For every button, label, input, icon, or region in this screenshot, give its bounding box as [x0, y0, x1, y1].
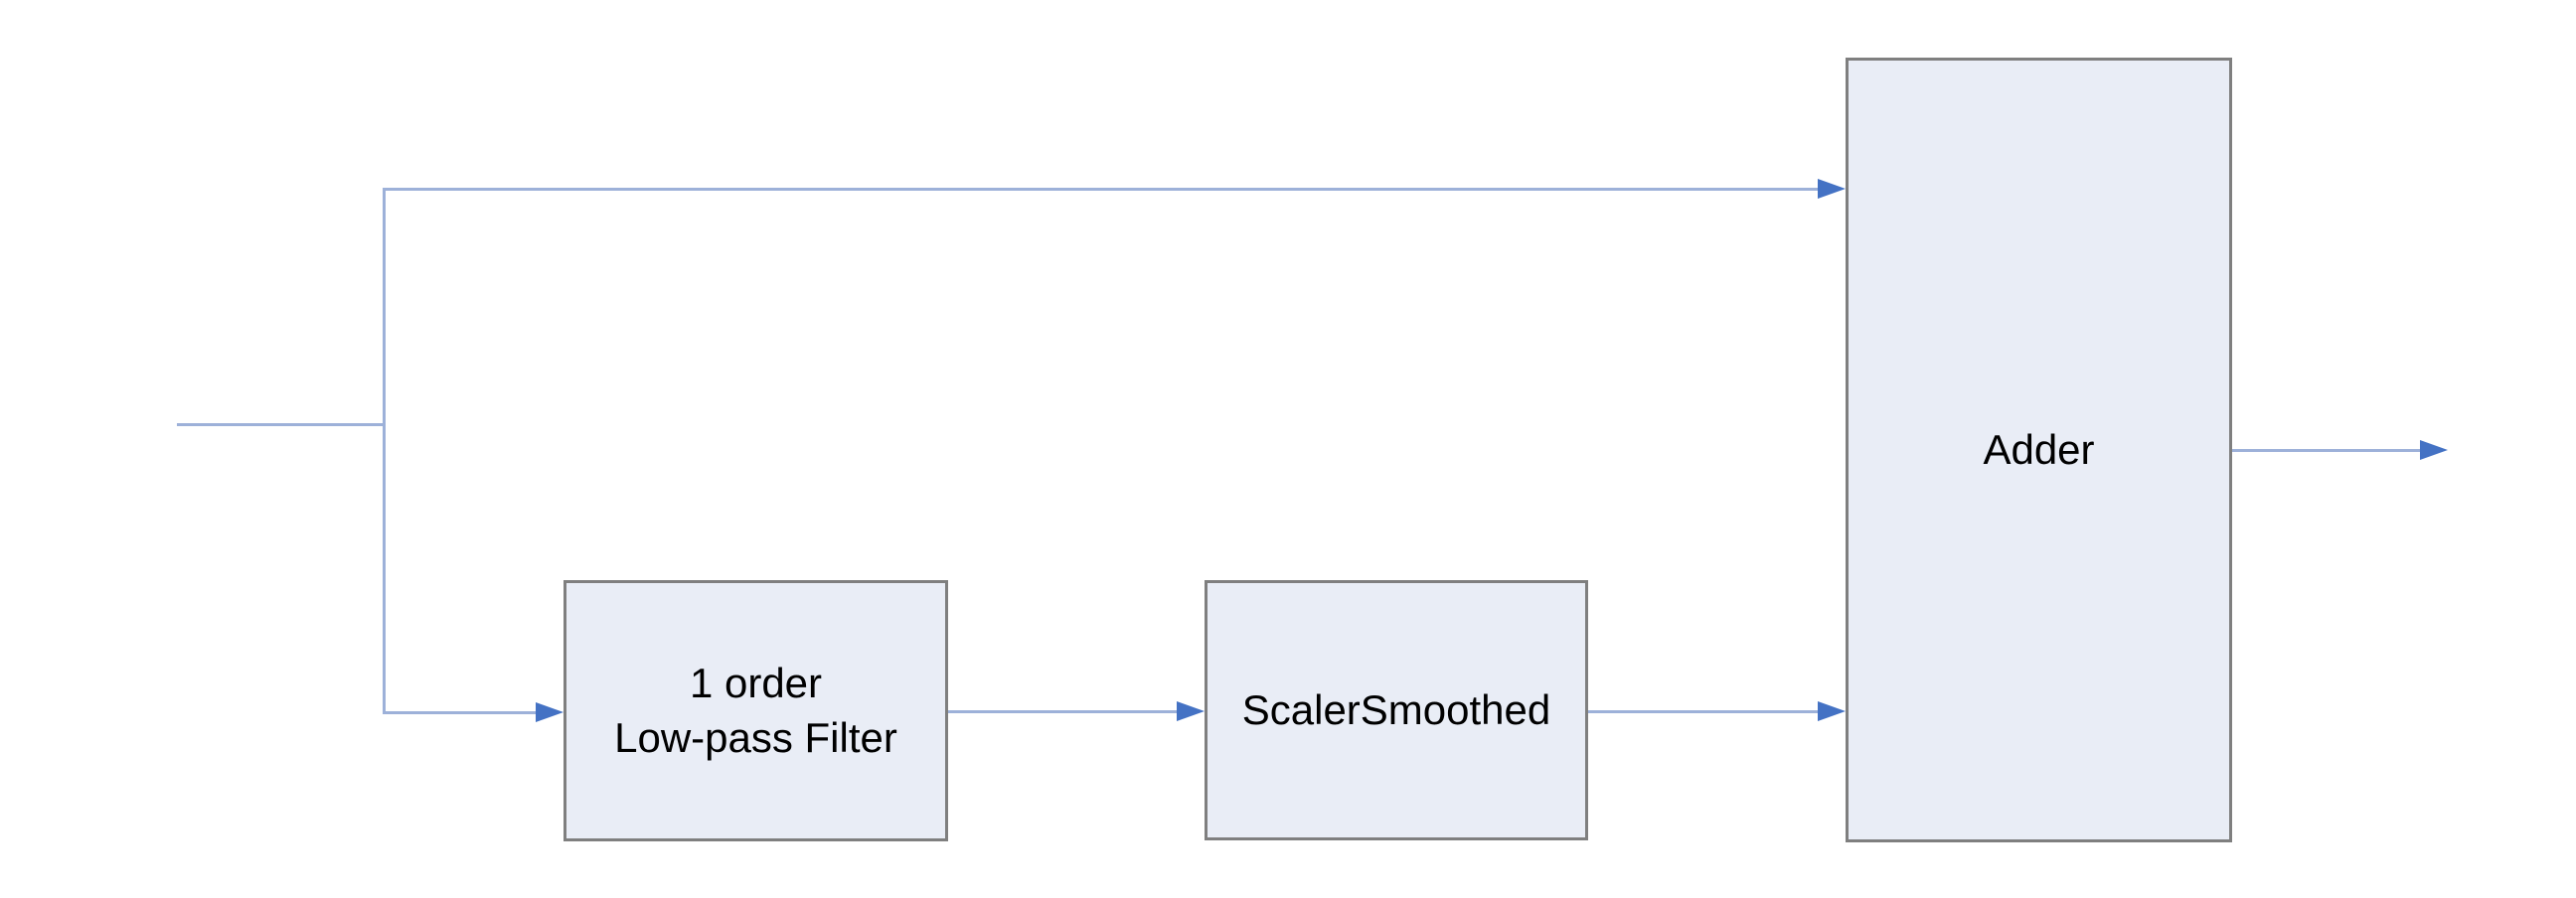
arrowhead-icon: [2420, 440, 2448, 460]
input-connector: [177, 423, 386, 426]
branch-vertical-connector: [383, 188, 386, 714]
adder-block: Adder: [1846, 58, 2232, 842]
direct-path-connector: [383, 188, 1818, 191]
arrowhead-icon: [1818, 179, 1846, 199]
scaler-smoothed-label: ScalerSmoothed: [1241, 685, 1551, 733]
output-connector: [2232, 449, 2420, 452]
adder-label: Adder: [1983, 425, 2095, 473]
arrowhead-icon: [1818, 701, 1846, 721]
arrowhead-icon: [1177, 701, 1205, 721]
lowpass-filter-block: 1 order Low-pass Filter: [564, 580, 948, 841]
lowpass-filter-label: 1 order Low-pass Filter: [614, 659, 897, 761]
scaler-smoothed-block: ScalerSmoothed: [1205, 580, 1588, 840]
branch-to-lowpass-connector: [383, 711, 536, 714]
lowpass-to-scaler-connector: [947, 710, 1177, 713]
arrowhead-icon: [536, 702, 564, 722]
scaler-to-adder-connector: [1588, 710, 1818, 713]
